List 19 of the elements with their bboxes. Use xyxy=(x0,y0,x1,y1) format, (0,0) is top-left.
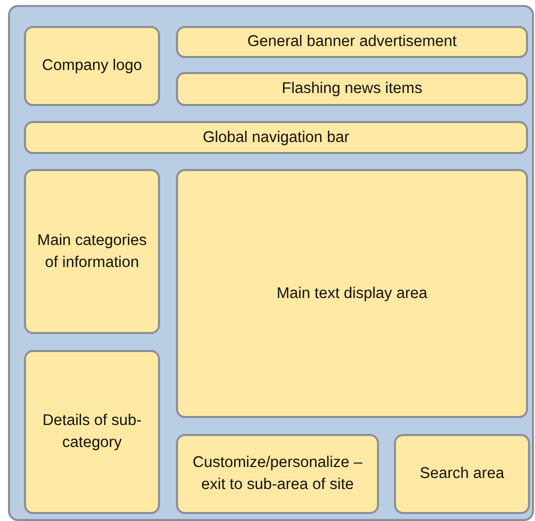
layout-region-box xyxy=(24,26,160,106)
region-label: Company logo xyxy=(42,56,142,76)
region-label: General banner advertisement xyxy=(247,32,457,52)
region-label: Search area xyxy=(420,464,504,484)
region-label: Details of sub-category xyxy=(41,411,143,453)
region-label: Main text display area xyxy=(276,284,428,304)
layout-region-box xyxy=(176,434,379,514)
region-label: Flashing news items xyxy=(282,79,422,99)
region-label: Global navigation bar xyxy=(202,128,350,148)
region-label: Main categories of information xyxy=(36,230,148,272)
layout-region-box xyxy=(24,169,160,334)
page-layout-panel xyxy=(8,5,534,521)
layout-region-box xyxy=(24,350,160,514)
region-label: Customize/personalize – exit to sub-area of site xyxy=(192,453,364,495)
layout-region-box xyxy=(394,434,530,514)
layout-region-box xyxy=(176,26,528,58)
layout-region-box xyxy=(176,72,528,106)
layout-region-box xyxy=(176,169,528,418)
layout-region-box xyxy=(24,121,528,154)
